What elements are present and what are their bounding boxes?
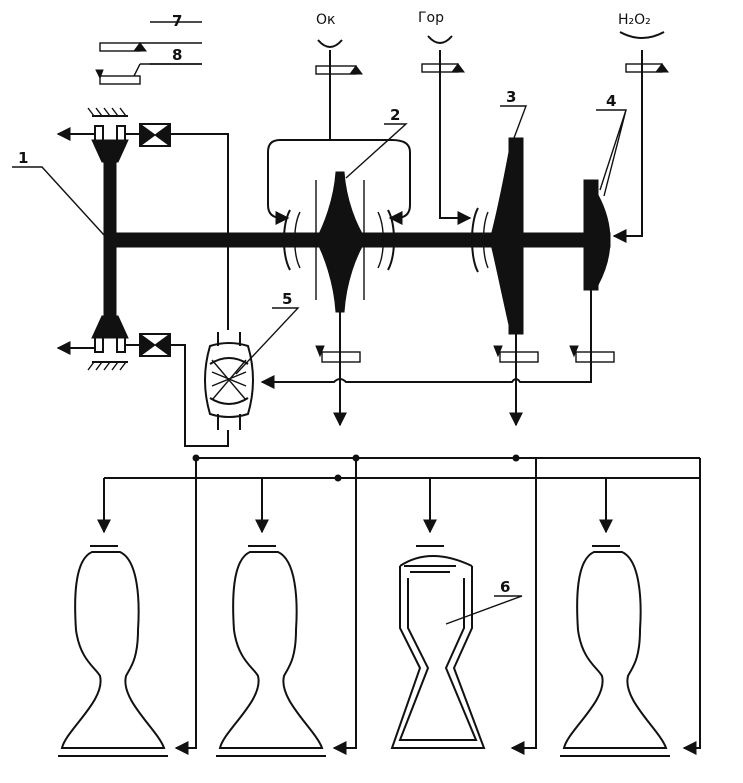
thrust-chamber-1 xyxy=(58,545,168,757)
distribution-manifold xyxy=(97,454,701,755)
inlet-valve-oxidizer xyxy=(315,39,363,75)
check-valve-bottom xyxy=(139,333,171,357)
label-2: 2 xyxy=(390,106,400,124)
inlet-valve-fuel xyxy=(421,35,465,73)
turbine xyxy=(583,50,643,382)
label-4: 4 xyxy=(606,92,616,110)
label-3: 3 xyxy=(506,88,516,106)
legend-valve-7 xyxy=(99,42,202,52)
oxidizer-pump xyxy=(267,50,411,427)
check-valve-top xyxy=(139,123,171,147)
thrust-chamber-2 xyxy=(216,545,326,757)
label-7: 7 xyxy=(172,12,182,30)
fuel-pump xyxy=(439,50,524,427)
inlet-label-peroxide: H₂O₂ xyxy=(618,12,651,28)
outlet-valve-fuel xyxy=(493,345,539,363)
inlet-label-oxidizer: Ок xyxy=(316,12,335,28)
leader-lines xyxy=(12,21,627,625)
legend-valve-8 xyxy=(95,63,202,85)
thrust-chamber-4 xyxy=(560,545,670,757)
inlet-label-fuel: Гор xyxy=(418,10,444,26)
label-5: 5 xyxy=(282,290,292,308)
label-8: 8 xyxy=(172,46,182,64)
gearbox-frame xyxy=(56,107,229,447)
thrust-chamber-3-cutaway xyxy=(390,545,486,749)
gas-generator xyxy=(204,332,592,430)
outlet-valve-oxidizer xyxy=(315,345,361,363)
label-6: 6 xyxy=(500,578,510,596)
label-1: 1 xyxy=(18,149,28,167)
outlet-valve-turbine xyxy=(569,345,615,363)
inlet-valve-peroxide xyxy=(619,31,669,73)
